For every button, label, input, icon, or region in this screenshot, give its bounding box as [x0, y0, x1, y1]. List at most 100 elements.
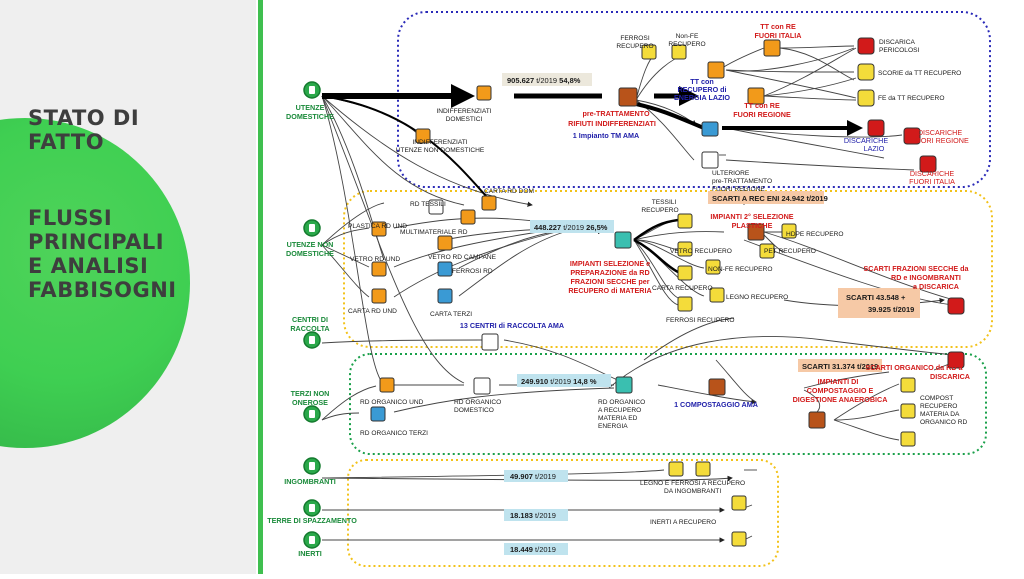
compostaggio-ama-icon [708, 378, 726, 396]
discariche-fuori-regione-icon [903, 127, 921, 145]
pretrattamento-icon [618, 87, 638, 107]
scarti-rec-eni-bg [708, 191, 824, 204]
label-compostaggio-ama: 1 COMPOSTAGGIO AMA [674, 400, 758, 409]
flow-label-terre-bg [504, 509, 568, 521]
flow-arrow-indiff-4 [635, 102, 705, 130]
compost-1-icon [900, 377, 916, 393]
label-vetro-rd-und: VETRO RD UND [350, 256, 400, 263]
label-vetro-recupero: VETRO RECUPERO [670, 248, 732, 255]
rd-organico-recupero-icon [615, 376, 633, 394]
label-multimateriale: MULTIMATERIALE RD [400, 229, 468, 236]
vetro-rd-campane-icon [437, 235, 453, 251]
discariche-lazio-icon [867, 119, 885, 137]
carta-rd-dom-icon [481, 195, 497, 211]
impianti-selezione-icon [614, 231, 632, 249]
multimateriale-icon [460, 209, 476, 225]
rd-organico-dom-icon [473, 377, 491, 395]
scarti-organico-box-bg [798, 359, 882, 372]
ferrosi-recupero-icon [641, 44, 657, 60]
label-pet: PET RECUPERO [764, 248, 816, 255]
tt-italia-icon [763, 39, 781, 57]
trasporto-icon [701, 121, 719, 137]
label-vetro-rd-campane: VETRO RD CAMPANE [428, 254, 497, 261]
scarti-frazioni-icon [947, 297, 965, 315]
label-ferrosi-rd: FERROSI RD [452, 268, 493, 275]
label-rd-tessili: RD TESSILI [410, 201, 446, 208]
source-nodes [303, 81, 321, 549]
rd-organico-terzi-icon [370, 406, 386, 422]
impianti-compostaggio-icon [808, 411, 826, 429]
slide-title: STATO DI FATTO [28, 106, 140, 154]
centri-raccolta-ama-icon [481, 333, 499, 351]
flow-label-ingombranti-bg [504, 470, 568, 482]
rd-organico-und-icon [379, 377, 395, 393]
label-carta-terzi: CARTA TERZI [430, 311, 472, 318]
discarica-pericolosi-icon [857, 37, 875, 55]
discariche-fuori-italia-icon [919, 155, 937, 173]
nonfe-recupero-icon [671, 44, 687, 60]
indifferenziati-group-box [397, 11, 991, 188]
label-fe-tt: FE da TT RECUPERO [878, 95, 944, 102]
flow-label-inerti: 18.449 t/2019 [510, 545, 556, 554]
legno-recupero-icon [709, 287, 725, 303]
ulteriore-pretrattamento-icon [701, 151, 719, 169]
ferrosi-recupero-mid-icon [677, 296, 693, 312]
label-ingombranti: INGOMBRANTI [284, 477, 336, 486]
tt-lazio-icon [707, 61, 725, 79]
carta-rd-und-icon [371, 288, 387, 304]
scarti-frazioni-box-bg [838, 288, 920, 318]
tt-regione-icon [747, 87, 765, 105]
flow-label-inerti-bg [504, 543, 568, 555]
ferrosi-rd-icon [437, 261, 453, 277]
scarti-organico-box: SCARTI 31.374 t/2019 [802, 362, 878, 371]
label-legno-recupero: LEGNO RECUPERO [726, 294, 788, 301]
label-plastica-rd-und: PLASTICA RD UND [348, 223, 407, 230]
label-nonfe-recupero-mid: NON-FE RECUPERO [708, 266, 772, 273]
pet-recupero-icon [759, 243, 775, 259]
flow-label-terre: 18.183 t/2019 [510, 511, 556, 520]
plastica-rd-und-icon [371, 221, 387, 237]
vetro-recupero-icon [677, 241, 693, 257]
scarti-frazioni-box: SCARTI 43.548 +39.925 t/2019 [846, 293, 914, 314]
tessili-recupero-icon [677, 213, 693, 229]
scorie-icon [857, 63, 875, 81]
impianti-2-selezione-icon [747, 223, 765, 241]
vetro-rd-und-icon [371, 261, 387, 277]
flow-label-secco-bg [530, 220, 614, 233]
label-scorie: SCORIE da TT RECUPERO [878, 70, 961, 77]
inerti-recupero-icon [731, 495, 747, 511]
label-impianto-tm: 1 Impianto TM AMA [573, 131, 639, 140]
label-terre-spazzamento: TERRE DI SPAZZAMENTO [267, 516, 357, 525]
label-rd-organico-terzi: RD ORGANICO TERZI [360, 430, 428, 437]
compost-2-icon [900, 403, 916, 419]
separator-line [258, 0, 263, 574]
label-inerti-recupero: INERTI A RECUPERO [650, 519, 716, 526]
carta-recupero-icon [677, 265, 693, 281]
scarti-organico-icon [947, 351, 965, 369]
slide-subtitle: FLUSSI PRINCIPALI E ANALISI FABBISOGNI [28, 206, 177, 302]
compost-3-icon [900, 431, 916, 447]
label-centri-raccolta-ama: 13 CENTRI di RACCOLTA AMA [460, 321, 564, 330]
flow-label-ingombranti: 49.907 t/2019 [510, 472, 556, 481]
